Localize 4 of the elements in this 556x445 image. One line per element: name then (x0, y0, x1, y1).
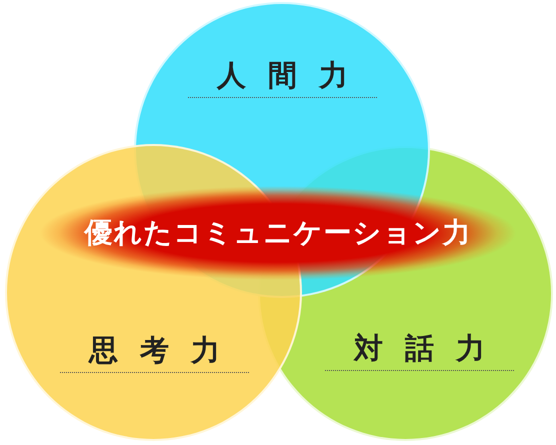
circle-label: 思考力 (60, 332, 249, 373)
circle-label: 人間力 (188, 57, 377, 98)
center-label: 優れたコミュニケーション力 (84, 216, 472, 250)
circle-label: 対話力 (325, 330, 514, 371)
